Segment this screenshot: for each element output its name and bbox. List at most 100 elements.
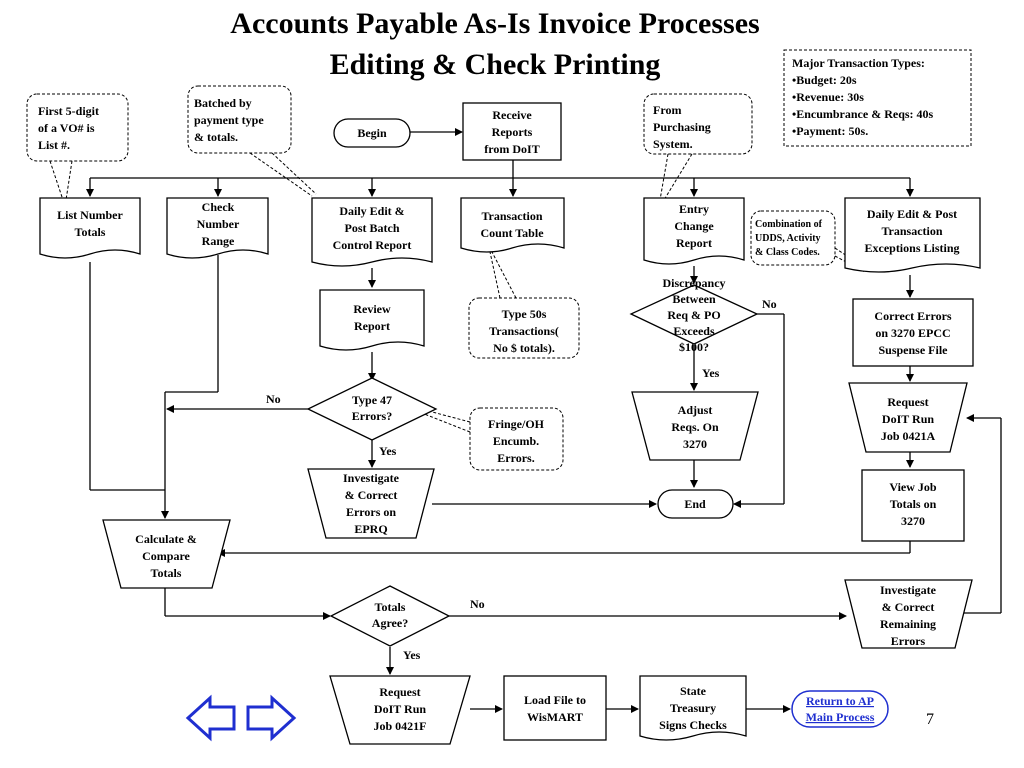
svg-text:System.: System.	[653, 137, 693, 151]
svg-text:Report: Report	[676, 236, 712, 250]
svg-text:Totals on: Totals on	[890, 497, 937, 511]
totals-agree-decision: Totals Agree?	[329, 585, 451, 647]
svg-text:Agree?: Agree?	[372, 616, 408, 630]
svg-text:Correct Errors: Correct Errors	[874, 309, 952, 323]
svg-text:View Job: View Job	[889, 480, 937, 494]
svg-text:Calculate &: Calculate &	[135, 532, 197, 546]
svg-text:Change: Change	[674, 219, 714, 233]
svg-text:End: End	[684, 497, 706, 511]
end-terminal: End	[657, 489, 734, 519]
begin-terminal: Begin	[333, 118, 411, 148]
svg-text:Transaction: Transaction	[881, 224, 942, 238]
svg-text:•Budget: 20s: •Budget: 20s	[792, 73, 857, 87]
page-number: 7	[926, 711, 934, 728]
svg-text:Begin: Begin	[357, 126, 387, 140]
label-yes-totals: Yes	[403, 648, 421, 662]
svg-text:Daily Edit & Post: Daily Edit & Post	[867, 207, 957, 221]
svg-text:First 5-digit: First 5-digit	[38, 104, 99, 118]
svg-text:WisMART: WisMART	[527, 710, 583, 724]
svg-text:Totals: Totals	[375, 600, 406, 614]
transaction-count-table-doc: Transaction Count Table	[460, 197, 565, 253]
load-file-wismart-box: Load File to WisMART	[503, 675, 607, 741]
svg-text:& Class Codes.: & Class Codes.	[755, 247, 820, 258]
next-slide-arrow-icon[interactable]	[246, 694, 297, 742]
svg-text:Request: Request	[887, 395, 928, 409]
page-title: Accounts Payable As-Is Invoice Processes	[230, 7, 759, 40]
svg-text:Remaining: Remaining	[880, 617, 936, 631]
svg-text:Fringe/OH: Fringe/OH	[488, 417, 545, 431]
svg-text:& totals.: & totals.	[194, 130, 238, 144]
svg-text:Compare: Compare	[142, 549, 190, 563]
svg-text:•Revenue: 30s: •Revenue: 30s	[792, 90, 864, 104]
review-report-doc: Review Report	[319, 289, 425, 351]
svg-text:State: State	[680, 684, 707, 698]
note-combination: Combination of UDDS, Activity & Class Co…	[750, 210, 869, 273]
svg-text:Exceptions Listing: Exceptions Listing	[864, 241, 959, 255]
svg-text:Signs Checks: Signs Checks	[659, 718, 727, 732]
svg-text:Job 0421F: Job 0421F	[373, 719, 426, 733]
investigate-eprq-trapezoid: Investigate & Correct Errors on EPRQ	[307, 468, 435, 539]
svg-text:Investigate: Investigate	[880, 583, 937, 597]
label-no-totals: No	[470, 597, 485, 611]
svg-text:Totals: Totals	[151, 566, 182, 580]
investigate-remaining-trapezoid: Investigate & Correct Remaining Errors	[844, 579, 973, 649]
svg-text:3270: 3270	[683, 437, 707, 451]
request-job-0421f-trapezoid: Request DoIT Run Job 0421F	[329, 675, 471, 745]
svg-text:Daily Edit &: Daily Edit &	[339, 204, 404, 218]
svg-text:Reports: Reports	[492, 125, 533, 139]
check-number-range-doc: Check Number Range	[166, 197, 269, 259]
adjust-reqs-trapezoid: Adjust Reqs. On 3270	[631, 391, 759, 461]
svg-text:Purchasing: Purchasing	[653, 120, 711, 134]
svg-text:Return to AP: Return to AP	[806, 694, 874, 708]
entry-change-report-doc: Entry Change Report	[643, 197, 745, 265]
svg-text:$100?: $100?	[679, 340, 709, 354]
svg-text:of a VO# is: of a VO# is	[38, 121, 95, 135]
note-purchasing: From Purchasing System.	[643, 93, 753, 201]
svg-text:Suspense File: Suspense File	[878, 343, 948, 357]
note-transaction-types: Major Transaction Types: •Budget: 20s •R…	[783, 49, 972, 147]
discrepancy-decision: Discrepancy Between Req & PO Exceeds $10…	[629, 276, 759, 354]
svg-text:Errors.: Errors.	[497, 451, 534, 465]
svg-text:Number: Number	[197, 217, 240, 231]
svg-text:Main Process: Main Process	[806, 710, 875, 724]
svg-text:Type 50s: Type 50s	[502, 307, 547, 321]
svg-text:Errors?: Errors?	[352, 409, 392, 423]
note-list-number: First 5-digit of a VO# is List #.	[26, 93, 129, 201]
svg-text:Discrepancy: Discrepancy	[662, 276, 725, 290]
return-to-ap-link[interactable]: Return to AP Main Process	[791, 690, 889, 728]
svg-text:Req & PO: Req & PO	[667, 308, 720, 322]
calculate-compare-trapezoid: Calculate & Compare Totals	[102, 519, 231, 589]
note-batched: Batched by payment type & totals.	[187, 85, 317, 197]
svg-text:Errors on: Errors on	[346, 505, 396, 519]
svg-text:payment type: payment type	[194, 113, 264, 127]
svg-text:List #.: List #.	[38, 138, 70, 152]
exceptions-listing-doc: Daily Edit & Post Transaction Exceptions…	[844, 197, 981, 273]
svg-text:•Payment: 50s.: •Payment: 50s.	[792, 124, 868, 138]
correct-errors-box: Correct Errors on 3270 EPCC Suspense Fil…	[852, 298, 974, 367]
prev-slide-arrow-icon[interactable]	[185, 694, 236, 742]
svg-text:Between: Between	[672, 292, 716, 306]
svg-text:& Correct: & Correct	[345, 488, 398, 502]
svg-text:Entry: Entry	[679, 202, 709, 216]
svg-text:DoIT Run: DoIT Run	[374, 702, 426, 716]
svg-text:Combination of: Combination of	[755, 219, 823, 230]
list-number-totals-doc: List Number Totals	[39, 197, 141, 259]
state-treasury-doc: State Treasury Signs Checks	[639, 675, 747, 741]
svg-text:Type 47: Type 47	[352, 393, 392, 407]
svg-text:Load File to: Load File to	[524, 693, 586, 707]
svg-text:EPRQ: EPRQ	[354, 522, 387, 536]
label-no-type47: No	[266, 392, 281, 406]
svg-text:Report: Report	[354, 319, 390, 333]
label-yes-discrepancy: Yes	[702, 366, 720, 380]
label-no-discrepancy: No	[762, 297, 777, 311]
svg-text:Review: Review	[353, 302, 391, 316]
svg-text:Control Report: Control Report	[333, 238, 412, 252]
svg-text:No $ totals).: No $ totals).	[493, 341, 555, 355]
page-subtitle: Editing & Check Printing	[330, 48, 661, 81]
svg-text:UDDS, Activity: UDDS, Activity	[755, 233, 821, 244]
label-yes-type47: Yes	[379, 444, 397, 458]
svg-text:•Encumbrance & Reqs: 40s: •Encumbrance & Reqs: 40s	[792, 107, 934, 121]
note-fringe: Fringe/OH Encumb. Errors.	[401, 403, 564, 471]
svg-text:Batched by: Batched by	[194, 96, 252, 110]
svg-text:Job 0421A: Job 0421A	[881, 429, 936, 443]
